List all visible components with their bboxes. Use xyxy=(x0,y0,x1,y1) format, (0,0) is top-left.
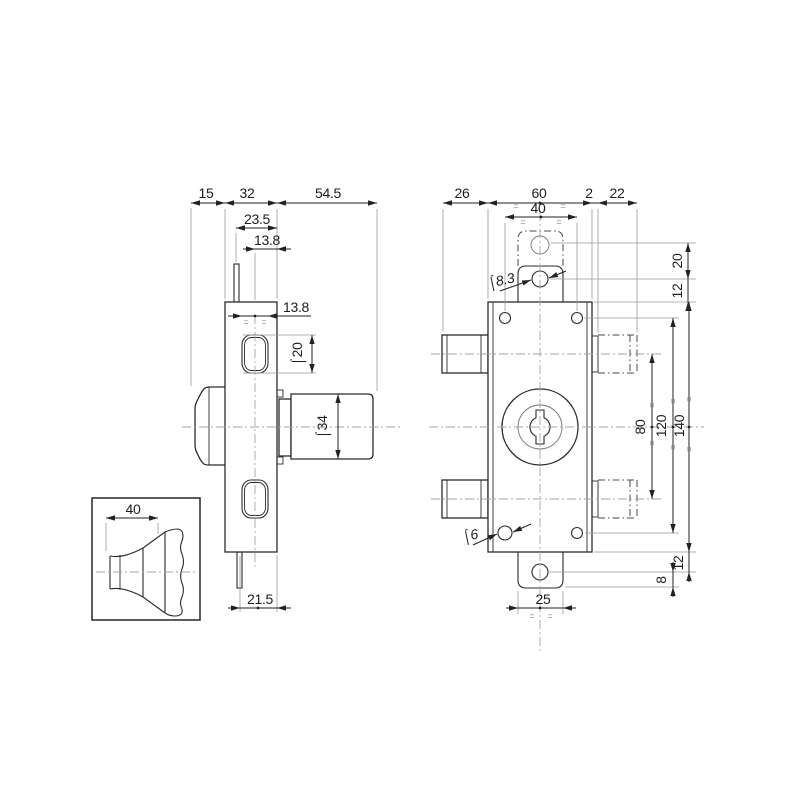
dim-cylinder-diameter: ⌠34 xyxy=(314,415,332,439)
dim-bolt-spacing: 80 xyxy=(632,419,648,434)
detail-box xyxy=(91,497,201,621)
eq-mark: = xyxy=(647,440,657,445)
dim-bolt-protrusion: 26 xyxy=(455,185,470,201)
dim-plate-depth: 32 xyxy=(240,185,255,201)
eq-mark: = xyxy=(668,444,678,449)
screw-hole-bottom-right xyxy=(570,526,584,540)
eq-mark: = xyxy=(529,611,534,621)
dim-hole-offset: 13.8 xyxy=(254,232,281,248)
screw-hole-top-right xyxy=(570,311,584,325)
screw-hole-top-left xyxy=(498,311,512,325)
dim-hole-diameter: ⌠20 xyxy=(289,342,307,366)
dim-alt-hole-offset: 20 xyxy=(669,253,685,268)
dim-tab-width: 25 xyxy=(536,591,551,607)
dim-hole-width: 13.8 xyxy=(283,299,310,315)
symmetry-marks: = = = = = = = = = = = = = = xyxy=(243,201,694,621)
eq-mark: = xyxy=(560,201,565,211)
eq-mark: = xyxy=(556,217,561,227)
mounting-tab-bottom xyxy=(517,552,564,589)
cylinder-collar xyxy=(278,398,292,457)
dim-rod-bottom-offset: 21.5 xyxy=(247,591,274,607)
dim-collar-thickness: 2 xyxy=(585,185,593,201)
screw-hole-bottom-left xyxy=(497,525,513,541)
detail-knob xyxy=(109,528,185,617)
side-view xyxy=(194,263,374,589)
actuator-rod-bottom xyxy=(236,551,243,589)
dim-cylinder-length: 54.5 xyxy=(315,185,342,201)
eq-mark: = xyxy=(520,217,525,227)
dim-body-width: 60 xyxy=(532,185,547,201)
eq-mark: = xyxy=(647,402,657,407)
extension-lines xyxy=(105,208,696,614)
cylinder-notch-bottom xyxy=(276,456,284,465)
dim-bottom-hole-offset: 12 xyxy=(670,555,686,570)
dim-knob-depth: 15 xyxy=(199,185,214,201)
keyhole-icon xyxy=(529,409,551,445)
centerlines xyxy=(182,212,704,653)
mounting-tab-alt-position xyxy=(517,230,564,266)
eq-mark: = xyxy=(547,611,552,621)
dim-body-height: 140 xyxy=(671,414,687,437)
dim-tab-hole-height: 12 xyxy=(669,283,685,298)
dim-detail-knob-width: 40 xyxy=(126,501,141,517)
dimension-lines xyxy=(106,200,692,611)
eq-mark: = xyxy=(261,317,266,327)
eq-mark: = xyxy=(243,317,248,327)
lock-cylinder xyxy=(290,393,374,460)
dimension-labels: 15 32 54.5 23.5 13.8 13.8 ⌠20 ⌠34 21.5 2… xyxy=(126,185,687,607)
dim-screw-hole-diameter: ⌠6 xyxy=(461,526,481,547)
mounting-tab-top xyxy=(517,265,564,302)
dim-bottom-edge-offset: 8 xyxy=(653,576,669,584)
detail-view xyxy=(91,497,201,621)
dim-rod-offset: 23.5 xyxy=(244,211,271,227)
eq-mark: = xyxy=(684,396,694,401)
dim-tab-hole-diameter: ⌠8.3 xyxy=(486,269,516,292)
dim-screw-spacing-h: 40 xyxy=(531,200,546,216)
cylinder-notch-top xyxy=(276,389,284,398)
eq-mark: = xyxy=(668,398,678,403)
knob-profile xyxy=(194,386,225,466)
dim-screw-spacing-v: 120 xyxy=(653,414,669,437)
eq-mark: = xyxy=(513,201,518,211)
actuator-rod-top xyxy=(233,263,240,305)
dim-bolt-length: 22 xyxy=(610,185,625,201)
eq-mark: = xyxy=(684,446,694,451)
